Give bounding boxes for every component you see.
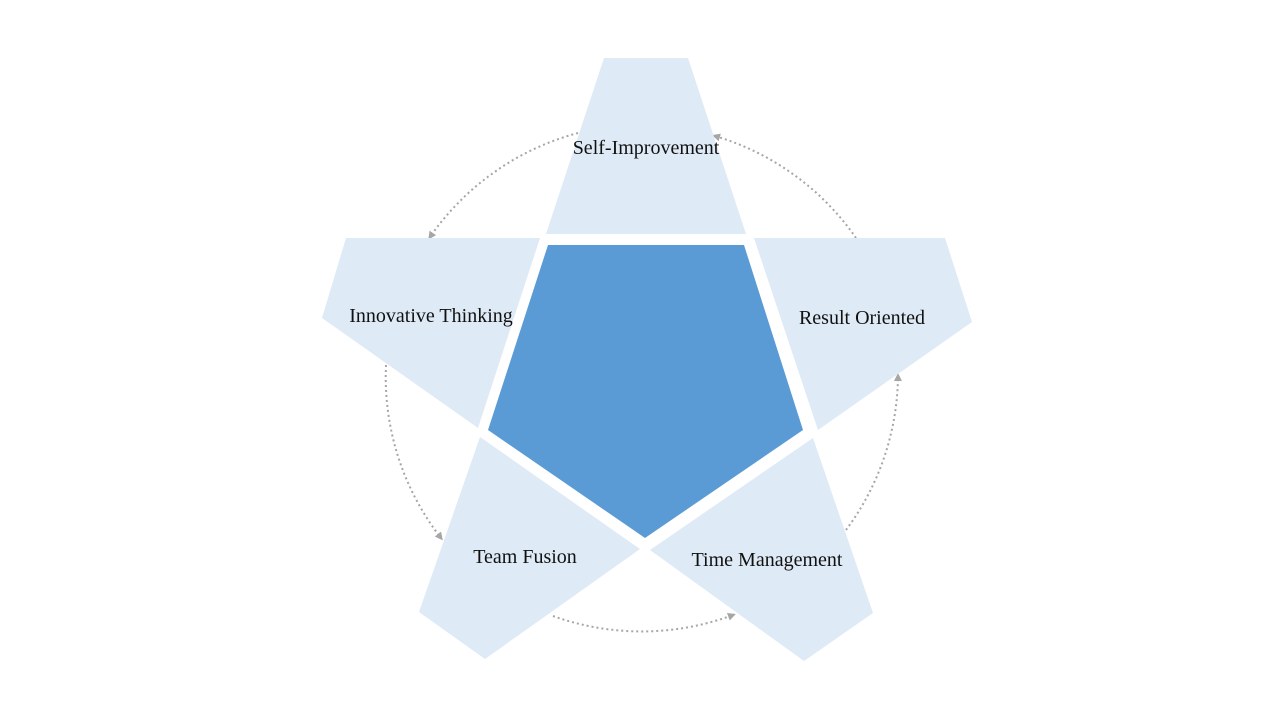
node-label-result-oriented: Result Oriented (799, 307, 925, 329)
node-label-self-improvement: Self-Improvement (573, 137, 720, 159)
node-label-team-fusion: Team Fusion (473, 546, 577, 568)
center-pentagon (488, 245, 803, 538)
cycle-arrow-bottomright-to-right (845, 373, 902, 531)
node-label-innovative-thinking: Innovative Thinking (349, 305, 513, 327)
cycle-arrow-top-to-left (428, 132, 579, 240)
cycle-arrow-right-to-top (712, 133, 857, 239)
cycle-arrows (384, 132, 902, 633)
petal-result-oriented (754, 238, 972, 430)
petal-innovative-thinking (322, 238, 540, 428)
node-labels: Self-Improvement Result Oriented Time Ma… (349, 137, 925, 571)
petal-self-improvement (546, 58, 746, 234)
petal-team-fusion (419, 437, 640, 659)
node-label-time-management: Time Management (692, 549, 843, 571)
petal-time-management (650, 438, 873, 661)
star-petals (322, 58, 972, 661)
cycle-arrow-bottomleft-to-bottomright (552, 612, 736, 633)
